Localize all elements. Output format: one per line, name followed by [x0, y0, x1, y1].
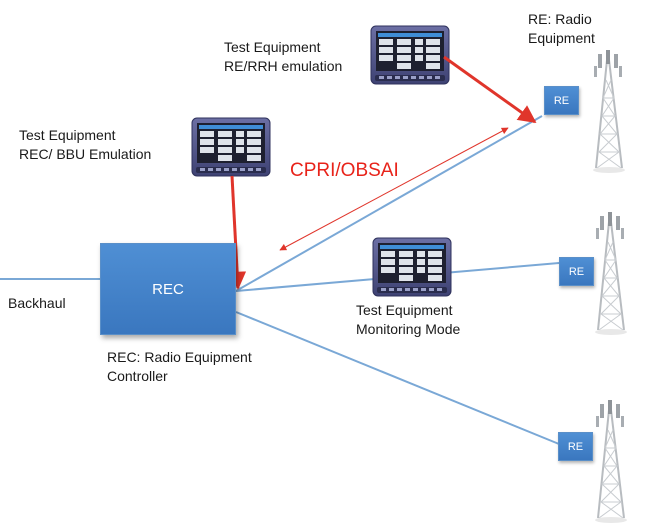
re-box-label: RE [553, 94, 570, 107]
re-caption: RE: Radio Equipment [528, 11, 595, 46]
re-box: RE [544, 86, 579, 115]
test-device-icon [370, 25, 450, 85]
re-box: RE [558, 432, 593, 461]
link-rec-re-bottom [235, 311, 560, 445]
test-equipment-bbu-label: Test Equipment REC/ BBU Emulation [19, 127, 152, 162]
test-equipment-monitor-label: Test Equipment Monitoring Mode [356, 302, 461, 337]
rrh-emulation-arrow [443, 55, 537, 124]
test-device-icon [372, 237, 452, 297]
re-box: RE [559, 257, 594, 286]
test-device-icon [191, 117, 271, 177]
cell-tower-icon [592, 49, 626, 174]
cpri-obsai-arrow [279, 127, 509, 251]
rec-caption: REC: Radio Equipment Controller [107, 349, 252, 384]
cell-tower-icon [594, 211, 628, 336]
rec-box: REC [100, 243, 236, 335]
bbu-emulation-arrow [228, 175, 247, 290]
rec-box-label: REC [152, 280, 184, 298]
re-box-label: RE [567, 440, 584, 453]
backhaul-label: Backhaul [8, 295, 66, 311]
test-equipment-rrh-label: Test Equipment RE/RRH emulation [224, 39, 343, 74]
cpri-obsai-label: CPRI/OBSAI [290, 160, 399, 181]
cell-tower-icon [594, 399, 628, 524]
re-box-label: RE [568, 265, 585, 278]
